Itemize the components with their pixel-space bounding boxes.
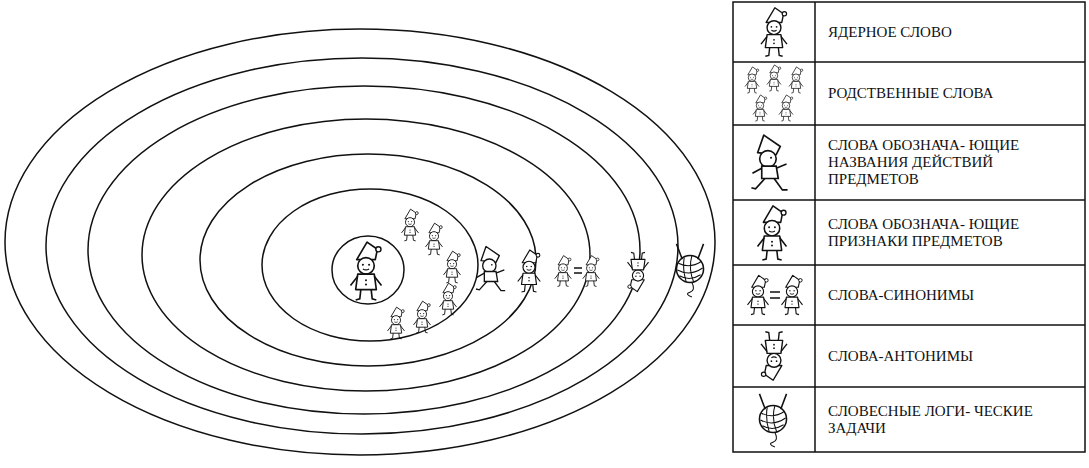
legend-table — [733, 2, 1085, 452]
antonym-gnome — [628, 252, 649, 291]
table-rule — [733, 324, 1085, 326]
kin-gnome — [414, 301, 431, 333]
synonym-gnome — [555, 256, 572, 287]
core-gnome — [351, 242, 382, 300]
ring — [200, 154, 536, 366]
legend-text: РОДСТВЕННЫЕ СЛОВА — [828, 85, 1033, 102]
equals-sign — [770, 292, 780, 298]
ring — [5, 29, 715, 455]
kin-gnome — [745, 67, 759, 93]
legend-icon — [761, 332, 787, 381]
ring — [88, 86, 640, 414]
kin-gnome — [426, 223, 443, 255]
legend-icon — [745, 65, 803, 121]
ring — [142, 119, 590, 391]
legend-icon — [758, 206, 787, 260]
ring — [262, 189, 478, 341]
kin-gnome — [753, 95, 767, 121]
equals-sign — [574, 268, 582, 273]
table-rule — [733, 264, 1085, 266]
table-rule — [814, 2, 816, 452]
legend-icon — [761, 8, 787, 57]
legend-icon — [751, 135, 787, 190]
action-gnome — [476, 247, 505, 291]
yarn-ball — [676, 244, 703, 297]
table-rule — [733, 124, 1085, 126]
synonym-gnome — [748, 275, 769, 314]
kin-gnome — [767, 65, 781, 91]
attribute-gnome — [518, 250, 541, 292]
legend-text: СЛОВА ОБОЗНАЧА- ЮЩИЕ ПРИЗНАКИ ПРЕДМЕТОВ — [828, 216, 1033, 250]
legend-text: ЯДЕРНОЕ СЛОВО — [828, 24, 1033, 41]
legend-icon — [748, 275, 803, 314]
legend-text: СЛОВЕСНЫЕ ЛОГИ- ЧЕСКИЕ ЗАДАЧИ — [828, 403, 1033, 437]
synonym-gnome — [782, 275, 803, 314]
kin-gnome — [440, 283, 457, 315]
table-rule — [733, 199, 1085, 201]
legend-text: СЛОВА ОБОЗНАЧА- ЮЩИЕ НАЗВАНИЯ ДЕЙСТВИЙ П… — [828, 137, 1033, 188]
table-border — [733, 2, 1085, 452]
legend-text: СЛОВА-СИНОНИМЫ — [828, 287, 1033, 304]
table-rule — [733, 386, 1085, 388]
table-rule — [733, 61, 1085, 63]
ring-set — [5, 29, 715, 455]
legend-icon — [759, 394, 786, 447]
kin-gnome — [789, 67, 803, 93]
ring — [332, 236, 404, 304]
synonym-gnome — [583, 256, 600, 287]
legend-text: СЛОВА-АНТОНИМЫ — [828, 348, 1033, 365]
ring — [46, 58, 678, 434]
kin-gnome — [444, 251, 461, 283]
kin-gnome — [388, 307, 405, 339]
kin-gnome — [402, 209, 419, 241]
kin-gnome — [779, 95, 793, 121]
